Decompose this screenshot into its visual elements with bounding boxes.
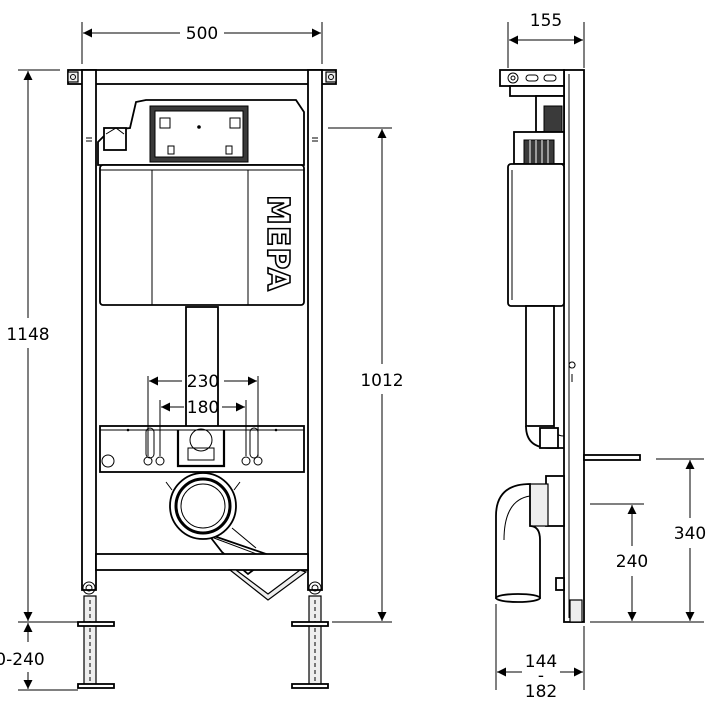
dim-bolt-outer-label: 230 <box>187 372 219 392</box>
dim-depth: 155 <box>507 11 585 68</box>
dim-depth-max-label: 182 <box>525 682 557 702</box>
left-foot <box>77 581 115 689</box>
brand-logo: MEPA <box>260 195 295 292</box>
dim-cistern-height-label: 1012 <box>360 371 403 391</box>
bolt-hole <box>253 456 263 466</box>
dim-depth-range: 144 - 182 <box>495 604 585 702</box>
dim-width-label: 500 <box>186 24 218 44</box>
dim-bolt-inner: 180 <box>159 398 247 456</box>
bolt-hole <box>101 454 115 468</box>
dim-leg: 0-240 <box>0 623 78 691</box>
cistern-tank <box>99 164 305 306</box>
right-foot <box>291 581 329 689</box>
dim-bolt-outer: 230 <box>147 372 259 456</box>
bottom-rail <box>95 553 309 571</box>
top-bracket <box>499 69 565 87</box>
dim-leg-label: 0-240 <box>0 650 45 670</box>
top-rail <box>67 69 337 85</box>
side-drain <box>495 475 565 603</box>
side-frame <box>563 69 585 623</box>
support-bar <box>583 454 641 461</box>
left-upright <box>81 69 97 591</box>
dim-total-height-label: 1148 <box>6 325 49 345</box>
side-view <box>495 69 641 623</box>
front-view: MEPA <box>67 69 337 689</box>
dim-depth-label: 155 <box>530 11 562 31</box>
bolt-hole <box>143 456 153 466</box>
dim-outlet-height: 340 <box>590 458 706 623</box>
flush-connector <box>176 430 226 468</box>
dim-drain-height-label: 240 <box>616 552 648 572</box>
bolt-hole <box>241 456 251 466</box>
side-flush-pipe <box>525 305 555 427</box>
dim-bolt-inner-label: 180 <box>187 398 219 418</box>
side-tank <box>507 163 565 307</box>
right-upright <box>307 69 323 591</box>
dim-cistern-height: 1012 <box>328 127 404 623</box>
dim-outlet-height-label: 340 <box>674 524 706 544</box>
dim-drain-height: 240 <box>590 503 648 621</box>
dim-depth-sep: - <box>538 666 544 686</box>
bolt-hole <box>155 456 165 466</box>
dim-width: 500 <box>81 22 323 64</box>
mounting-plate <box>99 425 305 473</box>
dim-depth-min-label: 144 <box>525 652 557 672</box>
dim-total-height: 1148 <box>6 69 110 623</box>
